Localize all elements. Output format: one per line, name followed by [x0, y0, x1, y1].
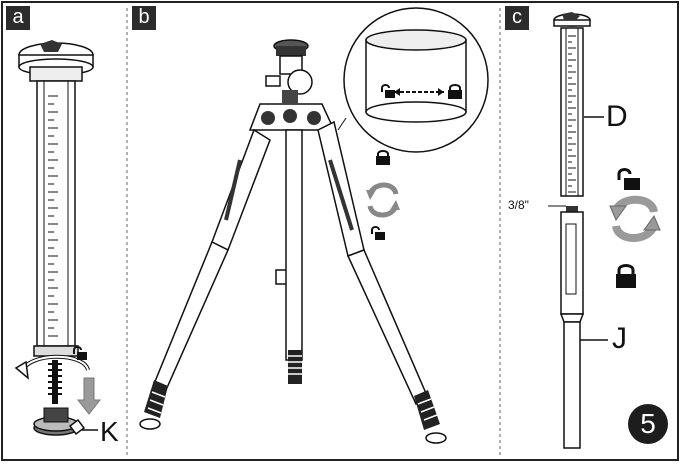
callout-j: J	[612, 322, 627, 355]
down-arrow-icon	[76, 377, 102, 415]
callout-k: K	[100, 416, 119, 447]
right-leg-lower	[346, 249, 429, 406]
left-leg-lower	[153, 240, 229, 392]
unlock-icon-a	[73, 346, 87, 360]
lock-icon-b	[376, 150, 390, 165]
tripod-center-column	[285, 129, 303, 361]
column-scale	[48, 95, 58, 337]
tube-j	[563, 321, 581, 449]
lock-icon-c	[616, 264, 636, 288]
step-number-badge: 5	[628, 404, 668, 444]
rotate-arrows-icon-c	[609, 195, 661, 242]
left-leg-upper	[211, 128, 271, 252]
callout-thread-size: 3/8"	[508, 198, 529, 212]
column-d	[560, 27, 584, 197]
rotate-arrows-icon-b	[366, 182, 400, 218]
unlock-icon-magnifier	[381, 84, 395, 98]
ball-head	[287, 69, 313, 95]
column-foot	[288, 350, 302, 384]
lock-icon-magnifier	[448, 84, 462, 99]
callout-d: D	[606, 100, 628, 133]
center-column	[36, 80, 76, 347]
panel-tag-a: a	[6, 6, 30, 30]
panel-tag-c: c	[505, 6, 529, 30]
panel-b-tripod	[139, 7, 489, 444]
mount-screw	[40, 40, 62, 52]
unlock-icon-c	[617, 168, 640, 190]
unlock-icon-b	[371, 226, 385, 240]
left-foot	[144, 380, 168, 418]
panel-c-column	[548, 12, 608, 449]
panel-a-column	[14, 40, 102, 436]
panel-tag-b: b	[132, 6, 156, 30]
